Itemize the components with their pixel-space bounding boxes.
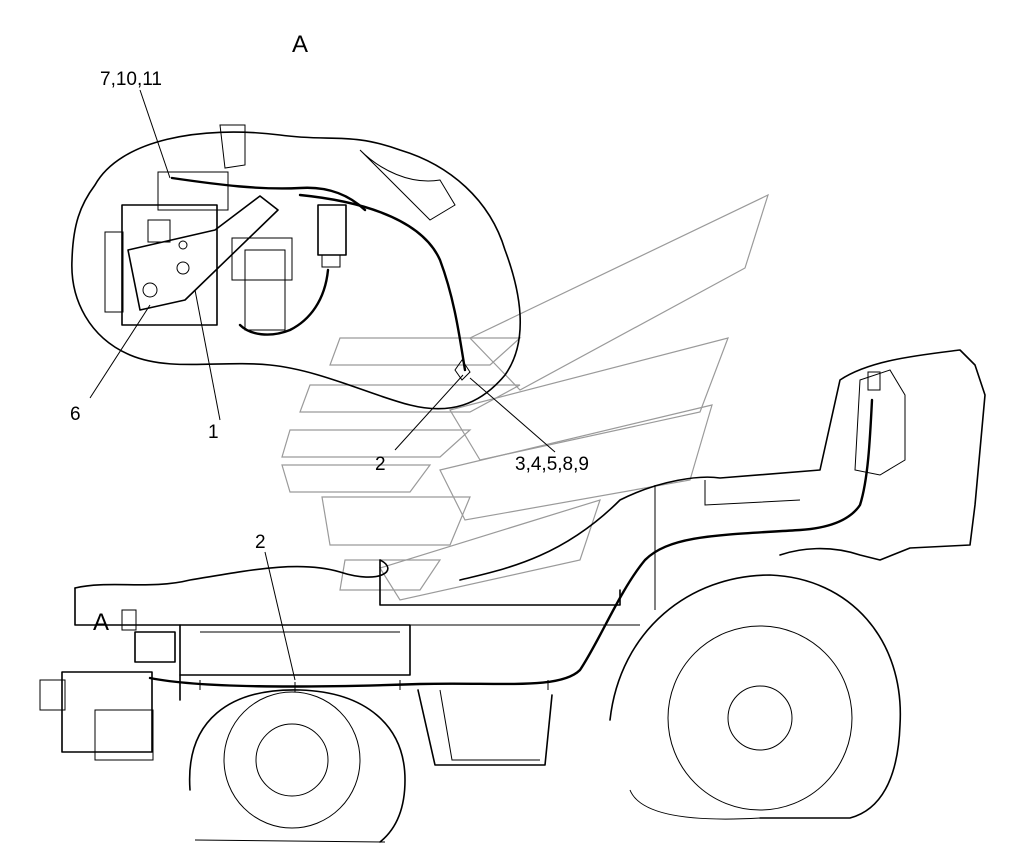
callout-7-10-11: 7,10,11: [100, 69, 162, 90]
callout-2-main: 2: [255, 532, 266, 553]
leader-lines: [89, 89, 556, 681]
rear-wheel: [609, 574, 902, 820]
vehicle-body: [39, 349, 986, 766]
callout-2-detail: 2: [375, 454, 386, 475]
callout-1: 1: [208, 422, 219, 443]
front-wheel: [188, 689, 406, 843]
callout-6: 6: [70, 404, 81, 425]
labels: A 7,10,11 6 1 2 3,4,5,8,9 2 A: [70, 31, 589, 636]
detail-view-a: [71, 124, 521, 410]
watermark-logo: [281, 193, 769, 601]
view-title: A: [292, 31, 308, 58]
view-marker: A: [93, 609, 109, 636]
callout-3-4-5-8-9: 3,4,5,8,9: [515, 454, 589, 475]
